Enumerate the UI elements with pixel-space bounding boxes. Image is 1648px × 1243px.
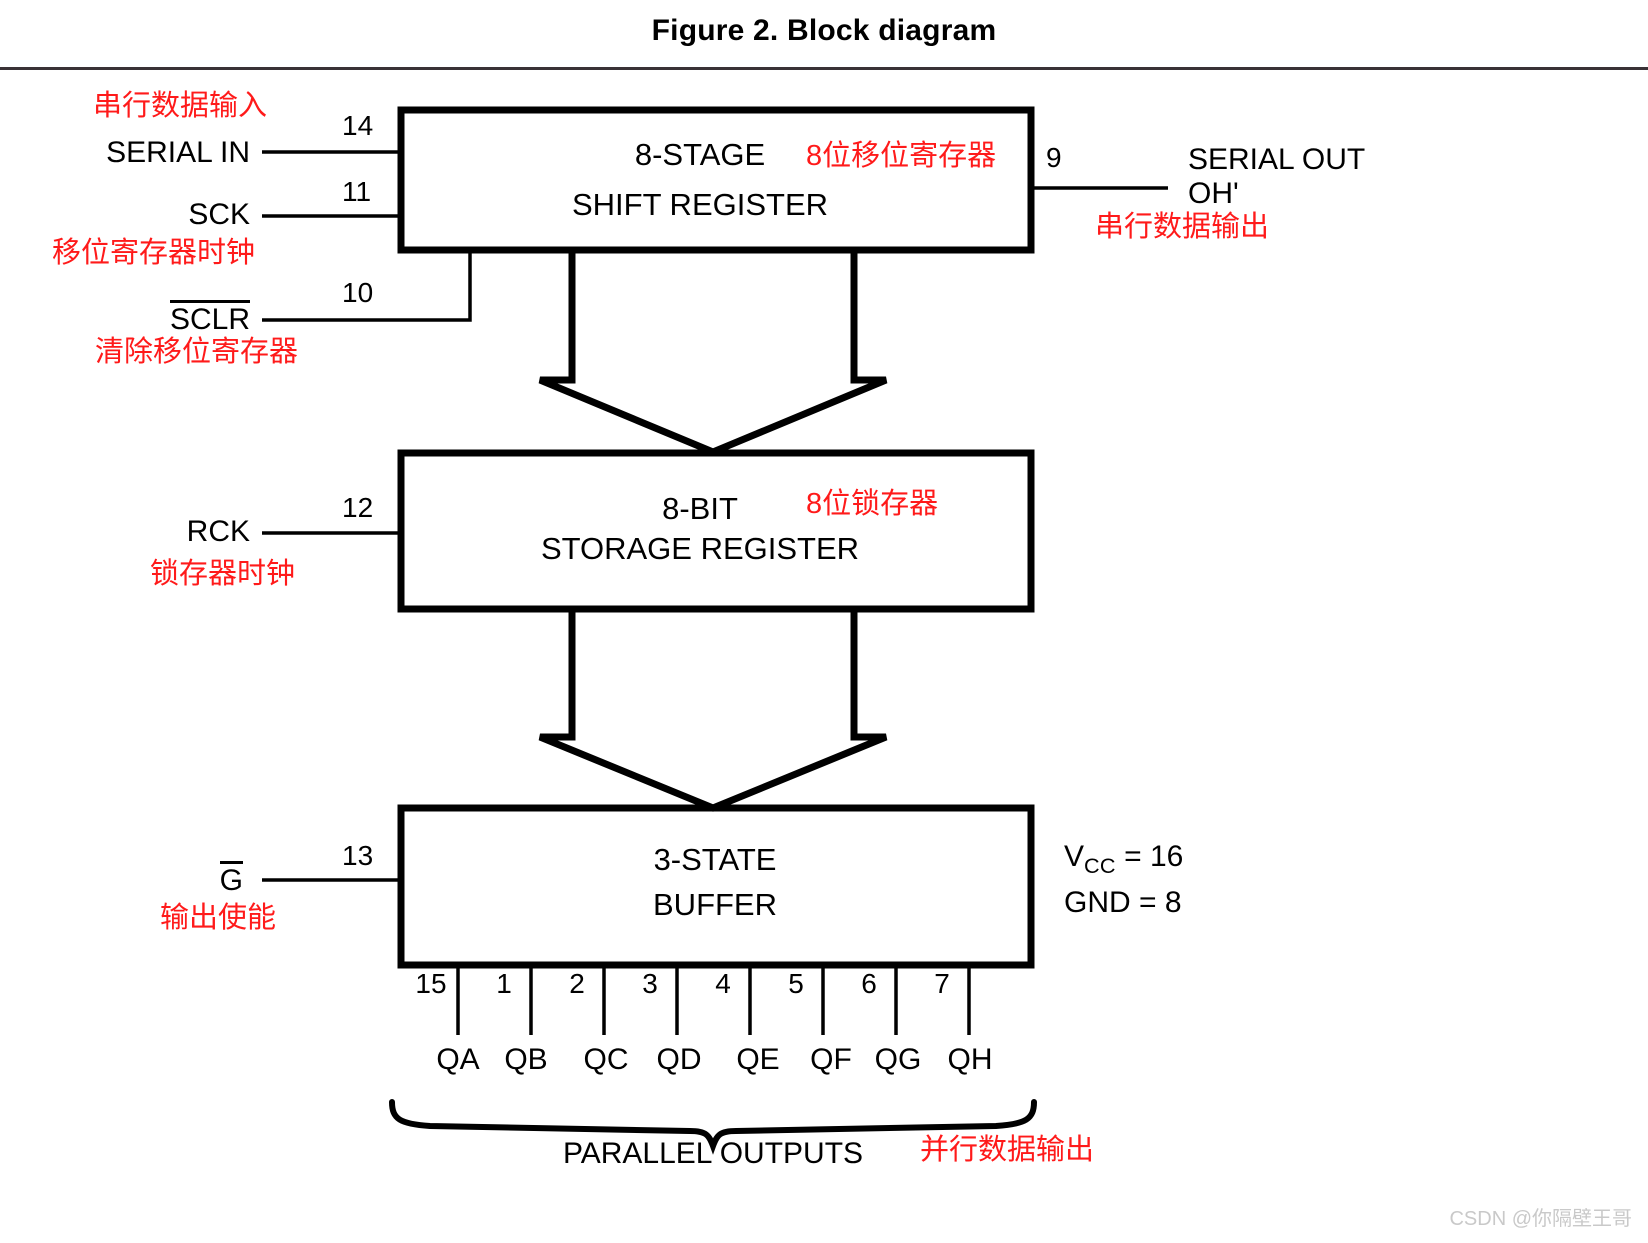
serial-out-pin-number: 9 xyxy=(1046,142,1062,173)
parallel-output-label-qc: QC xyxy=(583,1043,629,1076)
sclr-annotation-cn: 清除移位寄存器 xyxy=(95,336,299,368)
storage-register-annotation-cn: 8位锁存器 xyxy=(806,488,939,520)
parallel-pin-number-qb: 1 xyxy=(496,968,512,999)
three-state-buffer-line2: BUFFER xyxy=(653,887,777,922)
parallel-output-label-qd: QD xyxy=(656,1043,702,1076)
parallel-output-label-qh: QH xyxy=(947,1043,993,1076)
serial-in-label: SERIAL IN xyxy=(106,136,250,169)
parallel-pin-number-qe: 4 xyxy=(715,968,731,999)
shift-register-annotation-cn: 8位移位寄存器 xyxy=(806,140,997,172)
sck-pin-number: 11 xyxy=(342,176,372,207)
sck-label: SCK xyxy=(188,198,250,231)
parallel-outputs-brace xyxy=(389,1099,1037,1155)
sclr-label-wrap: SCLR xyxy=(0,300,250,337)
parallel-pin-number-qa: 15 xyxy=(415,968,447,999)
parallel-pin-number-qh: 7 xyxy=(934,968,950,999)
page-title: Figure 2. Block diagram xyxy=(651,14,997,47)
arrow-shift-to-storage xyxy=(538,246,888,456)
serial-in-pin-number: 14 xyxy=(342,110,374,141)
vcc-subscript: CC xyxy=(1084,853,1116,878)
sclr-pin-number: 10 xyxy=(342,277,374,308)
g-enable-label-wrap: G xyxy=(0,861,243,898)
parallel-pin-number-qd: 3 xyxy=(642,968,658,999)
parallel-output-label-qg: QG xyxy=(874,1043,922,1076)
rck-annotation-cn: 锁存器时钟 xyxy=(150,558,296,590)
title-divider xyxy=(0,67,1648,70)
sclr-label: SCLR xyxy=(169,300,250,336)
serial-out-annotation-cn: 串行数据输出 xyxy=(1095,211,1270,243)
parallel-output-label-qa: QA xyxy=(436,1043,480,1076)
rck-label: RCK xyxy=(186,515,250,548)
parallel-pin-number-qf: 5 xyxy=(788,968,804,999)
parallel-output-label-qe: QE xyxy=(736,1043,780,1076)
arrow-storage-to-buffer xyxy=(538,605,888,812)
sck-annotation-cn: 移位寄存器时钟 xyxy=(52,237,256,269)
g-enable-label: G xyxy=(219,861,243,897)
sclr-line xyxy=(262,250,472,322)
csdn-watermark: CSDN @你隔壁王哥 xyxy=(1449,1208,1632,1230)
parallel-pin-number-qg: 6 xyxy=(861,968,877,999)
serial-out-label: SERIAL OUT xyxy=(1188,143,1366,176)
parallel-output-lines xyxy=(456,965,971,1035)
shift-register-box xyxy=(397,106,1035,254)
three-state-buffer-line1: 3-STATE xyxy=(653,842,777,877)
serial-in-annotation-cn: 串行数据输入 xyxy=(93,90,268,122)
gnd-label: GND = 8 xyxy=(1064,886,1182,919)
serial-out-qh-prime-label: OH' xyxy=(1188,177,1239,210)
shift-register-line1: 8-STAGE xyxy=(634,137,766,172)
three-state-buffer-box xyxy=(397,804,1035,969)
parallel-outputs-annotation-cn: 并行数据输出 xyxy=(920,1134,1095,1166)
g-enable-pin-number: 13 xyxy=(342,840,374,871)
g-enable-annotation-cn: 输出使能 xyxy=(160,902,277,934)
shift-register-line2: SHIFT REGISTER xyxy=(571,187,829,222)
storage-register-line2: STORAGE REGISTER xyxy=(540,531,860,566)
parallel-output-label-qf: QF xyxy=(810,1043,852,1076)
vcc-label: VCC = 16 xyxy=(1064,840,1183,878)
parallel-pin-number-qc: 2 xyxy=(569,968,585,999)
storage-register-box xyxy=(397,449,1035,613)
parallel-output-label-qb: QB xyxy=(504,1043,548,1076)
rck-pin-number: 12 xyxy=(342,492,374,523)
vcc-value: = 16 xyxy=(1115,840,1184,873)
storage-register-line1: 8-BIT xyxy=(662,491,738,526)
parallel-outputs-caption: PARALLEL OUTPUTS xyxy=(562,1137,864,1170)
vcc-prefix: V xyxy=(1064,840,1085,873)
